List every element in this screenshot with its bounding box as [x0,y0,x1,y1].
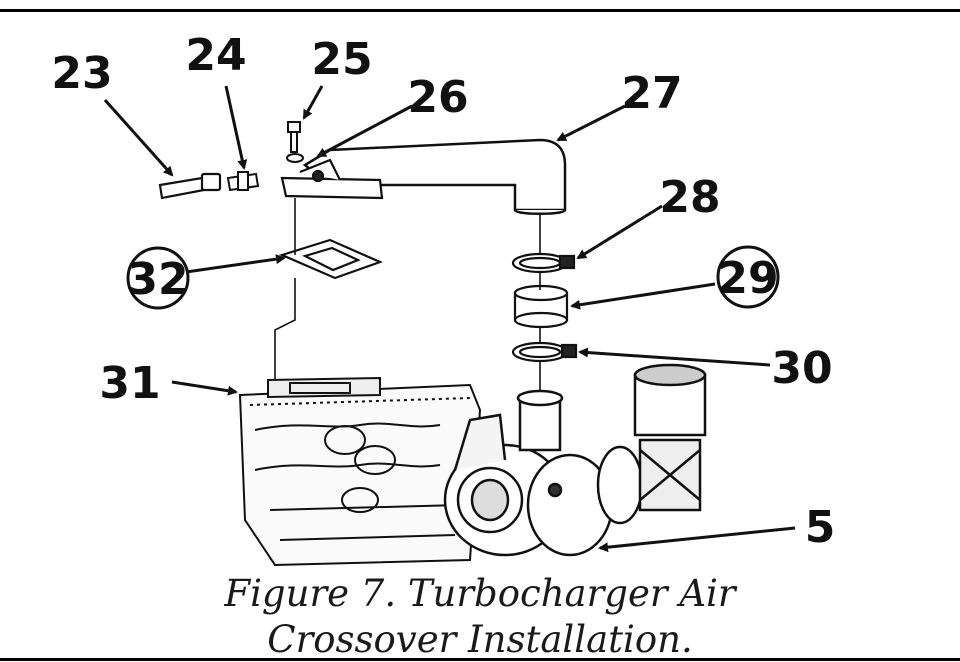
fitting [226,171,260,192]
figure-caption-line-2: Crossover Installation. [267,618,693,661]
callout-27: 27 [621,68,682,119]
bottom-rule [0,658,960,661]
leader-26 [316,104,413,158]
hose-sleeve [513,284,569,329]
clamp-upper [511,252,576,274]
leader-lines [103,85,796,553]
leader-30 [578,347,771,367]
circle-32 [126,246,190,310]
bolt-and-washer [286,121,304,163]
leader-24 [224,85,248,170]
leader-5 [598,526,796,553]
leader-32 [185,254,286,274]
callout-30: 30 [771,343,832,394]
callout-25: 25 [311,34,372,85]
leader-31 [171,380,238,396]
leader-23 [103,99,174,177]
leader-28 [576,204,663,260]
leader-25 [302,85,324,120]
figure-caption-line-1: Figure 7. Turbocharger Air [224,572,736,615]
leader-27 [556,104,626,142]
callout-26: 26 [407,72,468,123]
callout-23: 23 [51,48,112,99]
assembly-lines [274,198,541,392]
crossover-tube [302,138,567,215]
gasket [278,238,383,280]
hose [158,172,222,200]
turbocharger [443,363,707,557]
flange [280,158,384,200]
callout-31: 31 [99,358,160,409]
callout-24: 24 [185,30,246,81]
circle-29 [716,245,780,309]
leader-29 [570,282,716,310]
callout-28: 28 [659,172,720,223]
exhaust-manifold [238,376,482,567]
callout-5: 5 [805,502,836,553]
callout-29: 29 [717,253,778,304]
clamp-lower [511,341,578,363]
top-rule [0,9,960,12]
callout-32: 32 [127,254,188,305]
